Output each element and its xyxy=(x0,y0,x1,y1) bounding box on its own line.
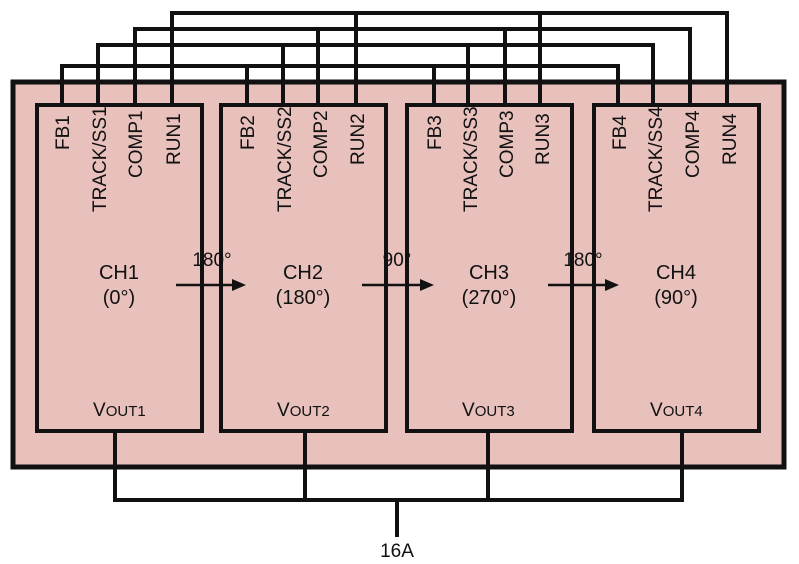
ch4-name: CH4 xyxy=(656,262,696,284)
ch2-phase: (180°) xyxy=(276,287,331,309)
phase-arrow-3 xyxy=(548,279,619,291)
ch1-pin-fb: FB1 xyxy=(53,115,74,150)
phase-shift-3: 180° xyxy=(563,250,602,271)
track-bus-wire xyxy=(96,43,655,107)
ch3-vout: VOUT3 xyxy=(462,400,515,421)
ch2-pin-track: TRACK/SS2 xyxy=(275,106,296,212)
ch1-phase: (0°) xyxy=(103,287,135,309)
channel-1-block xyxy=(35,103,204,433)
ch4-pin-fb: FB4 xyxy=(610,115,631,150)
phase-arrow-1 xyxy=(176,279,246,291)
channel-3-block xyxy=(405,103,574,433)
ch1-name: CH1 xyxy=(99,262,139,284)
ch2-vout: VOUT2 xyxy=(277,400,330,421)
ch2-pin-run: RUN2 xyxy=(348,113,369,165)
phase-arrow-2 xyxy=(362,279,434,291)
ch3-name: CH3 xyxy=(469,262,509,284)
channel-4-block xyxy=(592,103,761,433)
ch1-pin-comp: COMP1 xyxy=(126,110,147,178)
ch4-pin-track: TRACK/SS4 xyxy=(646,106,667,212)
ch4-vout: VOUT4 xyxy=(650,400,703,421)
ch4-pin-comp: COMP4 xyxy=(683,110,704,178)
ch4-pin-run: RUN4 xyxy=(720,113,741,165)
ch1-vout: VOUT1 xyxy=(93,400,146,421)
ch2-pin-fb: FB2 xyxy=(238,115,259,150)
ch1-pin-run: RUN1 xyxy=(164,113,185,165)
output-current-label: 16A xyxy=(380,541,414,562)
ch3-pin-run: RUN3 xyxy=(533,113,554,165)
ch3-pin-fb: FB3 xyxy=(425,115,446,150)
ch2-name: CH2 xyxy=(283,262,323,284)
channel-2-block xyxy=(219,103,388,433)
phase-shift-1: 180° xyxy=(192,250,231,271)
run-bus-wire xyxy=(170,11,729,107)
ch3-pin-track: TRACK/SS3 xyxy=(461,106,482,212)
ch3-phase: (270°) xyxy=(462,287,517,309)
phase-shift-2: 90° xyxy=(383,250,412,271)
ch4-phase: (90°) xyxy=(654,287,698,309)
ch1-pin-track: TRACK/SS1 xyxy=(90,106,111,212)
fb-bus-wire xyxy=(60,64,620,107)
ch2-pin-comp: COMP2 xyxy=(311,110,332,178)
ch3-pin-comp: COMP3 xyxy=(497,110,518,178)
